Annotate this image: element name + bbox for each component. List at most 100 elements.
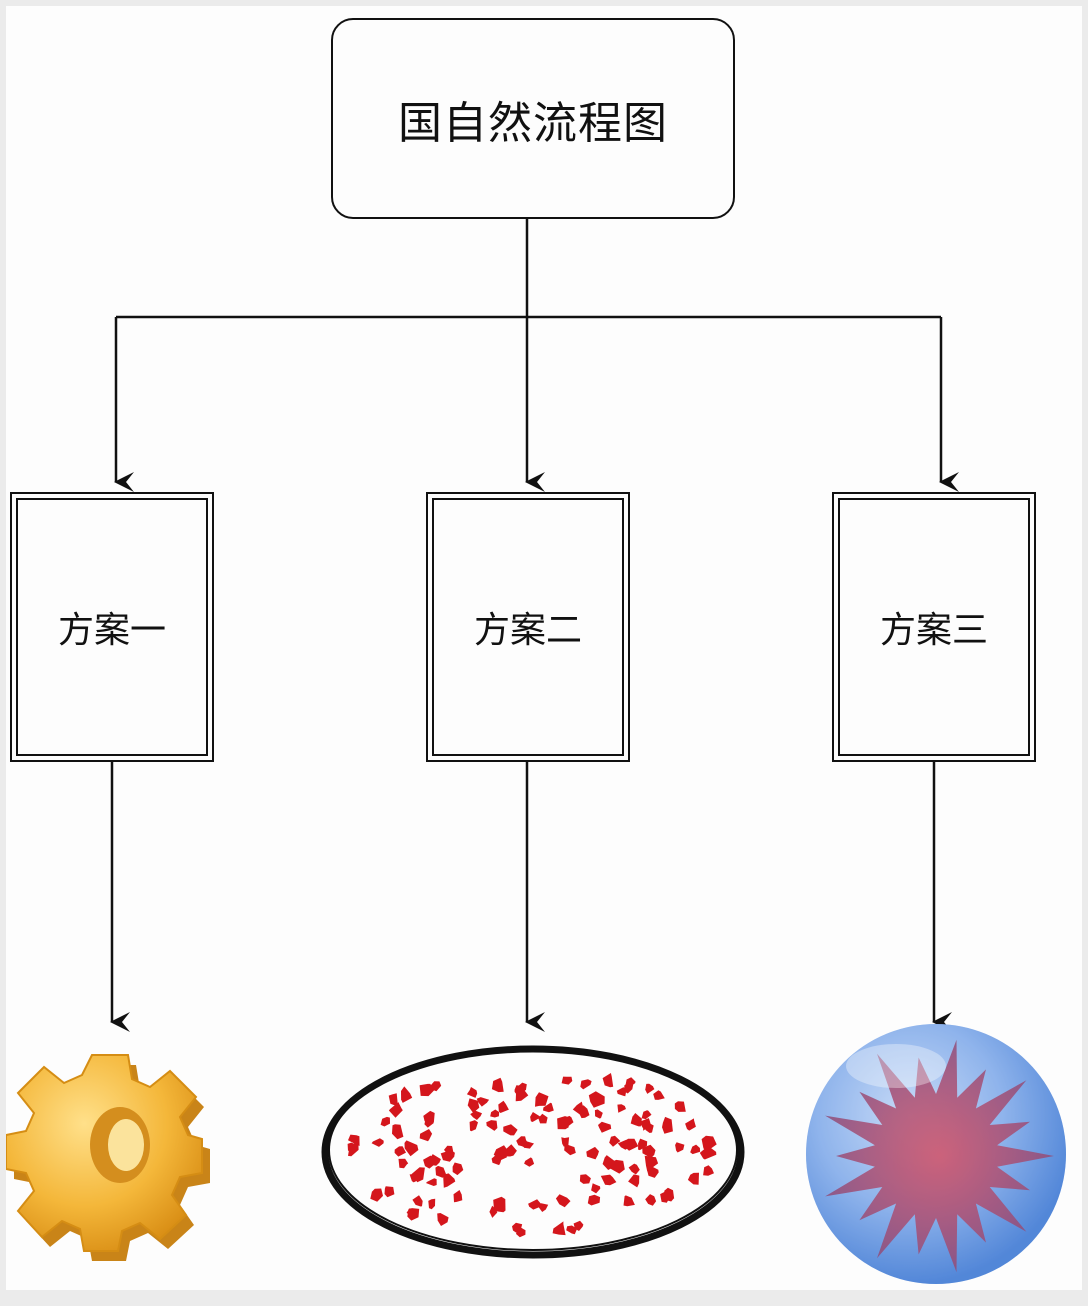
red-dot xyxy=(555,1194,571,1208)
red-dot xyxy=(623,1195,635,1207)
red-dot xyxy=(703,1165,714,1176)
red-dot xyxy=(419,1129,433,1142)
red-dot xyxy=(617,1104,626,1113)
red-dot xyxy=(398,1158,409,1169)
red-dot xyxy=(561,1076,573,1085)
plan-node-2-label: 方案二 xyxy=(473,610,582,651)
plan-node-1-label: 方案一 xyxy=(57,610,166,651)
red-dot xyxy=(653,1090,665,1100)
red-dot xyxy=(493,1196,506,1213)
red-dot xyxy=(580,1079,592,1090)
red-dot xyxy=(624,1082,634,1094)
red-dot xyxy=(642,1144,656,1159)
red-dot xyxy=(530,1112,541,1122)
red-dot xyxy=(579,1174,591,1184)
red-dot xyxy=(587,1194,601,1206)
red-dot xyxy=(566,1225,578,1235)
red-dot xyxy=(609,1135,621,1147)
red-dot xyxy=(561,1137,570,1147)
red-dot xyxy=(628,1174,640,1188)
red-dot xyxy=(512,1222,523,1233)
red-dot xyxy=(392,1124,404,1140)
gear-icon xyxy=(6,1054,210,1261)
red-dot xyxy=(639,1118,651,1131)
red-dot xyxy=(440,1150,455,1162)
red-dot xyxy=(662,1116,673,1134)
red-dot xyxy=(407,1208,420,1221)
red-dot xyxy=(675,1142,685,1153)
red-dot xyxy=(557,1116,569,1130)
red-dot xyxy=(591,1183,601,1194)
red-dot xyxy=(453,1190,463,1203)
red-dot xyxy=(476,1097,490,1107)
red-dot xyxy=(645,1123,654,1133)
red-dot xyxy=(388,1093,398,1106)
red-dot xyxy=(578,1105,590,1119)
red-dot xyxy=(466,1087,478,1098)
plan-node-1: 方案一 xyxy=(10,492,214,762)
red-dot xyxy=(429,1154,441,1166)
red-dot xyxy=(412,1195,423,1207)
red-dot xyxy=(504,1144,517,1157)
red-dot xyxy=(524,1157,535,1167)
red-dot xyxy=(543,1102,554,1113)
red-dot xyxy=(641,1110,652,1120)
root-node: 国自然流程图 xyxy=(331,18,735,219)
red-dot xyxy=(491,1077,504,1093)
red-dot xyxy=(380,1116,390,1127)
red-dot xyxy=(452,1162,464,1176)
red-dot xyxy=(602,1155,616,1170)
red-dot xyxy=(348,1134,360,1146)
red-dot xyxy=(645,1194,657,1206)
red-dot xyxy=(538,1113,548,1124)
red-dot xyxy=(411,1167,425,1183)
red-dot xyxy=(388,1102,403,1118)
red-dot xyxy=(490,1109,500,1118)
red-dot xyxy=(616,1087,627,1097)
root-node-label: 国自然流程图 xyxy=(398,97,668,149)
red-dot xyxy=(498,1100,509,1113)
red-dot xyxy=(628,1163,640,1175)
connectors xyxy=(6,213,1066,1284)
red-dot xyxy=(538,1203,549,1212)
red-dot xyxy=(443,1173,456,1188)
red-dot xyxy=(638,1138,648,1151)
red-dot xyxy=(598,1121,612,1133)
plan-node-2: 方案二 xyxy=(426,492,630,762)
red-dot xyxy=(564,1144,576,1156)
red-dot xyxy=(404,1140,419,1157)
red-dot xyxy=(425,1178,437,1186)
virus-sphere-icon xyxy=(806,1024,1066,1284)
red-dot xyxy=(491,1152,503,1166)
red-dot xyxy=(515,1088,529,1102)
red-dot xyxy=(469,1120,478,1132)
red-dot xyxy=(528,1199,541,1210)
red-dot xyxy=(644,1155,659,1172)
diagram-canvas: 国自然流程图 方案一 方案二 方案三 xyxy=(6,6,1082,1290)
red-dot xyxy=(428,1198,436,1210)
red-dot xyxy=(645,1083,655,1094)
red-dot xyxy=(419,1083,435,1097)
red-dot xyxy=(552,1221,566,1236)
red-dots-ellipse-icon xyxy=(321,1045,745,1259)
red-dot xyxy=(602,1073,614,1088)
plan-node-3-label: 方案三 xyxy=(879,610,988,651)
red-dot xyxy=(424,1117,434,1128)
red-dot xyxy=(437,1213,449,1226)
plan-node-3: 方案三 xyxy=(832,492,1036,762)
red-dot xyxy=(685,1118,696,1131)
red-dot xyxy=(687,1172,699,1185)
red-dot xyxy=(535,1092,549,1107)
red-dot xyxy=(394,1146,406,1157)
red-dot xyxy=(617,1139,630,1150)
red-dot xyxy=(486,1120,498,1131)
red-dot xyxy=(370,1188,383,1202)
red-dot xyxy=(699,1145,717,1160)
red-dot xyxy=(600,1174,617,1186)
red-dot xyxy=(467,1098,480,1113)
red-dot xyxy=(660,1190,670,1203)
red-dot xyxy=(348,1142,359,1157)
red-dot xyxy=(630,1113,642,1127)
red-dot xyxy=(594,1109,603,1119)
red-dot xyxy=(690,1144,701,1155)
